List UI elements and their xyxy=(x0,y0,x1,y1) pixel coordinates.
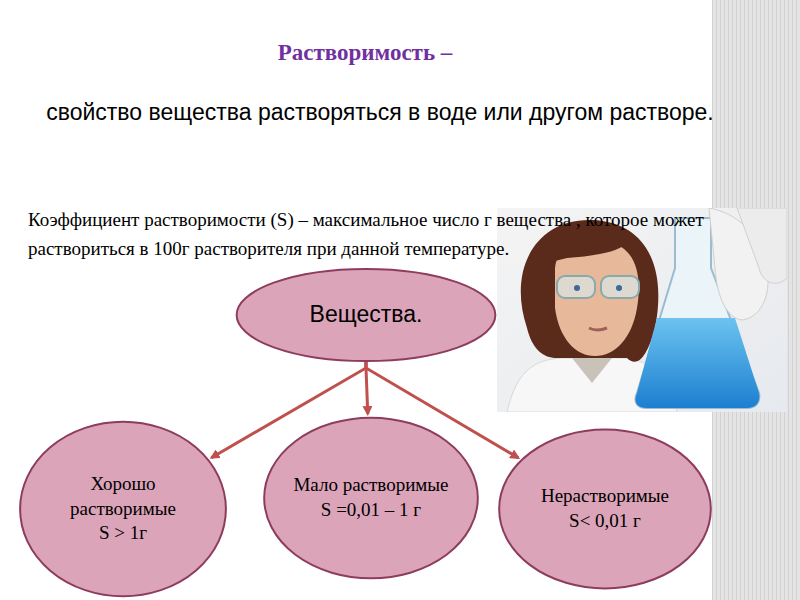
solubility-value: S =0,01 – 1 г xyxy=(321,498,421,523)
class-circle: НерастворимыеS< 0,01 г xyxy=(497,428,713,590)
solubility-value: S< 0,01 г xyxy=(569,509,641,534)
ellipse-outline xyxy=(262,416,480,580)
node-label: Мало растворимые xyxy=(293,473,448,498)
node-text-box: Хорошо растворимыеS > 1г xyxy=(18,420,228,598)
chemist-photo xyxy=(497,208,787,412)
node-text-box: Вещества. xyxy=(234,268,498,362)
node-label: Вещества. xyxy=(310,300,423,330)
node-label: Нерастворимые xyxy=(541,484,669,509)
node-text-box: НерастворимыеS< 0,01 г xyxy=(497,428,713,590)
slide-title: Растворимость – xyxy=(60,40,670,66)
coefficient-text: Коэффициент растворимости (S) – максимал… xyxy=(28,205,728,263)
solubility-value: S > 1г xyxy=(99,521,147,546)
definition-text: свойство вещества растворяться в воде ил… xyxy=(30,96,730,128)
class-circle: Мало растворимыеS =0,01 – 1 г xyxy=(262,416,480,580)
node-text-box: Мало растворимыеS =0,01 – 1 г xyxy=(262,416,480,580)
class-circle: Хорошо растворимыеS > 1г xyxy=(18,420,228,598)
node-label: Хорошо растворимые xyxy=(40,472,206,521)
category-ellipse: Вещества. xyxy=(234,268,498,362)
ellipse-outline xyxy=(497,428,713,590)
